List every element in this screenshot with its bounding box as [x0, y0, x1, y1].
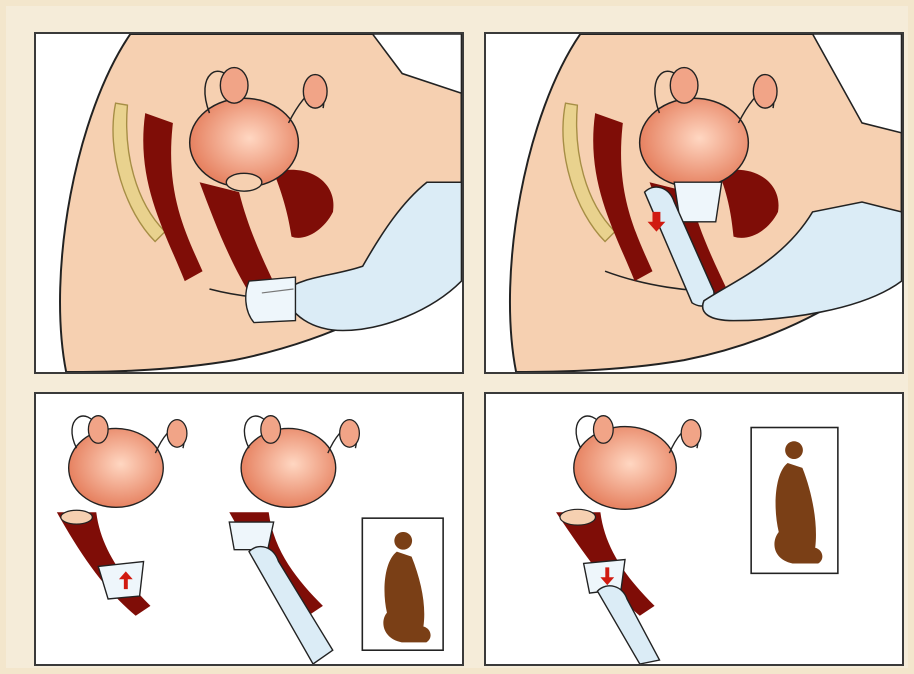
- panel-1-illustration: [36, 34, 462, 372]
- ovary-right: [167, 420, 187, 448]
- panel-4-removal-final: [484, 392, 904, 666]
- panel-3-removal: [34, 392, 464, 666]
- panel-2-cup-in-place: [484, 32, 904, 374]
- folded-menstrual-cup: [246, 277, 296, 322]
- uterus: [640, 98, 749, 187]
- panel-1-insertion: [34, 32, 464, 374]
- cervix: [226, 173, 262, 191]
- menstrual-cup: [98, 562, 143, 599]
- ovary-right: [303, 75, 327, 109]
- panel-3-illustration: [36, 394, 462, 664]
- ovary-right: [753, 75, 777, 109]
- uterus: [241, 428, 336, 507]
- open-menstrual-cup: [674, 182, 721, 222]
- ovary-left: [593, 416, 613, 444]
- organs-left-view: [57, 416, 187, 616]
- panel-4-illustration: [486, 394, 902, 664]
- cervix: [560, 509, 595, 525]
- uterus: [574, 427, 676, 510]
- ovary-left: [88, 416, 108, 444]
- organs-view: [556, 416, 701, 664]
- ovary-left: [670, 68, 698, 104]
- uterus: [69, 428, 164, 507]
- menstrual-cup-at-cervix: [229, 522, 273, 550]
- organs-middle-view: [229, 416, 359, 664]
- panel-2-illustration: [486, 34, 902, 372]
- ovary-left: [220, 68, 248, 104]
- squatting-position-inset: [751, 428, 838, 574]
- squatting-position-inset: [362, 518, 443, 650]
- ovary-left: [261, 416, 281, 444]
- ovary-right: [681, 420, 701, 448]
- cervix: [61, 510, 93, 524]
- ovary-right: [340, 420, 360, 448]
